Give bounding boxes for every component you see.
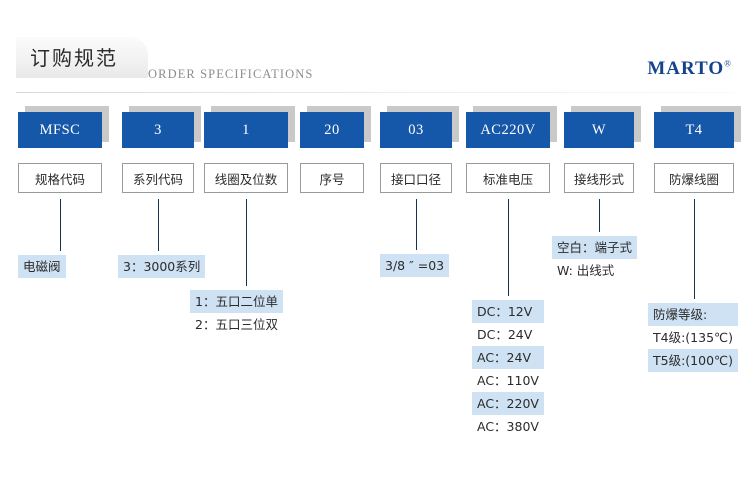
code-box-value: 20	[300, 112, 364, 148]
label-box-5: 接口口径	[380, 163, 452, 193]
detail-group-6: DC：12V DC：24V AC：24V AC：110V AC：220V AC：380V	[472, 300, 544, 438]
code-box-8: T4	[654, 106, 741, 148]
detail-item: T5级:(100℃)	[648, 349, 738, 372]
detail-group-5: 3/8 ″ =03	[380, 254, 450, 277]
registered-trademark-icon: ®	[724, 58, 732, 69]
page-title-en: ORDER SPECIFICATIONS	[148, 67, 314, 81]
connector-line-6	[508, 199, 509, 296]
detail-item: 防爆等级:	[648, 303, 738, 326]
label-box-4: 序号	[300, 163, 364, 193]
detail-group-3: 1：五口二位单 2：五口三位双	[190, 290, 283, 336]
code-box-value: 3	[122, 112, 194, 148]
title-tab-background	[16, 37, 148, 78]
page-header: 订购规范 ORDER SPECIFICATIONS MARTO®	[0, 0, 750, 100]
code-box-value: W	[564, 112, 634, 148]
detail-group-2: 3：3000系列	[118, 255, 206, 278]
detail-item: AC：220V	[472, 392, 544, 415]
label-box-7: 接线形式	[564, 163, 634, 193]
code-box-5: 03	[380, 106, 459, 148]
brand-name: MARTO	[647, 58, 725, 79]
code-box-3: 1	[204, 106, 295, 148]
detail-item: 电磁阀	[18, 255, 66, 278]
code-box-value: T4	[654, 112, 734, 148]
detail-item: 3：3000系列	[118, 255, 206, 278]
detail-group-1: 电磁阀	[18, 255, 66, 278]
detail-item: DC：12V	[472, 300, 544, 323]
connector-line-5	[416, 199, 417, 250]
connector-line-7	[599, 199, 600, 232]
detail-item: W: 出线式	[557, 263, 615, 278]
detail-item: AC：380V	[477, 419, 539, 434]
code-box-value: AC220V	[466, 112, 550, 148]
code-box-2: 3	[122, 106, 201, 148]
detail-item: 1：五口二位单	[190, 290, 283, 313]
detail-item: 2：五口三位双	[195, 317, 278, 332]
code-box-value: 03	[380, 112, 452, 148]
header-divider	[16, 92, 734, 93]
connector-line-1	[60, 199, 61, 251]
detail-item: 空白：端子式	[552, 236, 638, 259]
detail-group-7: 空白：端子式 W: 出线式	[552, 236, 638, 282]
code-box-value: 1	[204, 112, 288, 148]
detail-item: 3/8 ″ =03	[380, 254, 450, 277]
code-box-1: MFSC	[18, 106, 109, 148]
detail-item: T4级:(135℃)	[653, 330, 733, 345]
detail-group-8: 防爆等级: T4级:(135℃) T5级:(100℃)	[648, 303, 738, 372]
label-box-8: 防爆线圈	[654, 163, 734, 193]
code-box-value: MFSC	[18, 112, 102, 148]
label-box-2: 系列代码	[122, 163, 194, 193]
code-box-4: 20	[300, 106, 371, 148]
code-box-6: AC220V	[466, 106, 557, 148]
label-box-1: 规格代码	[18, 163, 102, 193]
connector-line-2	[158, 199, 159, 251]
code-box-7: W	[564, 106, 641, 148]
label-box-3: 线圈及位数	[204, 163, 288, 193]
label-box-6: 标准电压	[466, 163, 550, 193]
connector-line-3	[246, 199, 247, 286]
detail-item: AC：24V	[472, 346, 544, 369]
page-title-cn: 订购规范	[30, 46, 118, 70]
detail-item: DC：24V	[477, 327, 533, 342]
detail-item: AC：110V	[477, 373, 539, 388]
brand-logo: MARTO®	[647, 58, 732, 80]
connector-line-8	[694, 199, 695, 299]
